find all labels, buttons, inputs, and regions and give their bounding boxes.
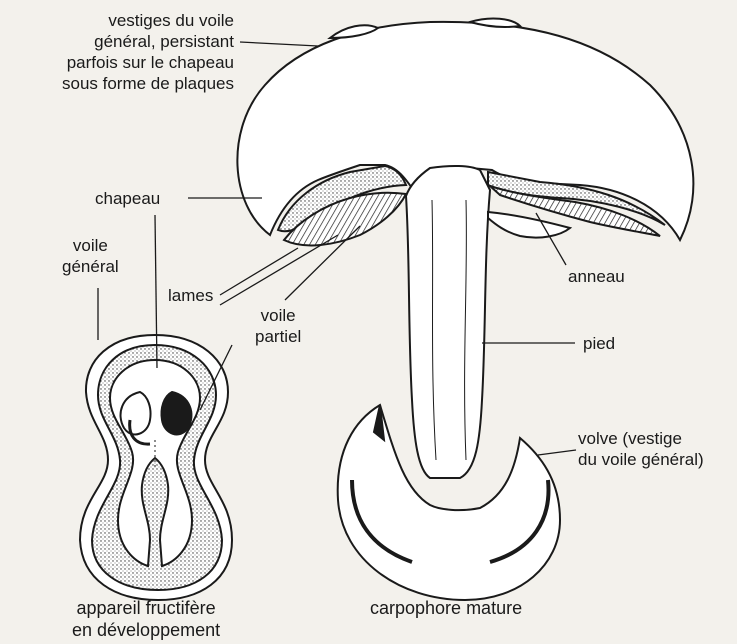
- caption-line: appareil fructifère: [72, 597, 220, 619]
- label-line: partiel: [255, 326, 301, 347]
- label-line: du voile général): [578, 449, 704, 470]
- label-voile-partiel: voile partiel: [255, 305, 301, 347]
- stem: [406, 166, 490, 478]
- mature-mushroom: [237, 19, 693, 600]
- label-voile-general: voile général: [62, 235, 119, 277]
- caption-developing: appareil fructifère en développement: [72, 597, 220, 641]
- developing-primordium: [80, 335, 232, 600]
- label-line: parfois sur le chapeau: [62, 52, 234, 73]
- label-line: voile: [62, 235, 119, 256]
- label-veil-remnants: vestiges du voile général, persistant pa…: [62, 10, 234, 94]
- label-anneau: anneau: [568, 266, 625, 287]
- label-chapeau: chapeau: [95, 188, 160, 209]
- annulus-ring: [488, 212, 570, 238]
- label-line: sous forme de plaques: [62, 73, 234, 94]
- label-line: général, persistant: [62, 31, 234, 52]
- caption-mature: carpophore mature: [370, 597, 522, 619]
- label-volve: volve (vestige du voile général): [578, 428, 704, 470]
- label-lames: lames: [168, 285, 213, 306]
- label-line: vestiges du voile: [62, 10, 234, 31]
- label-line: voile: [255, 305, 301, 326]
- label-pied: pied: [583, 333, 615, 354]
- label-line: volve (vestige: [578, 428, 704, 449]
- label-line: général: [62, 256, 119, 277]
- caption-line: en développement: [72, 619, 220, 641]
